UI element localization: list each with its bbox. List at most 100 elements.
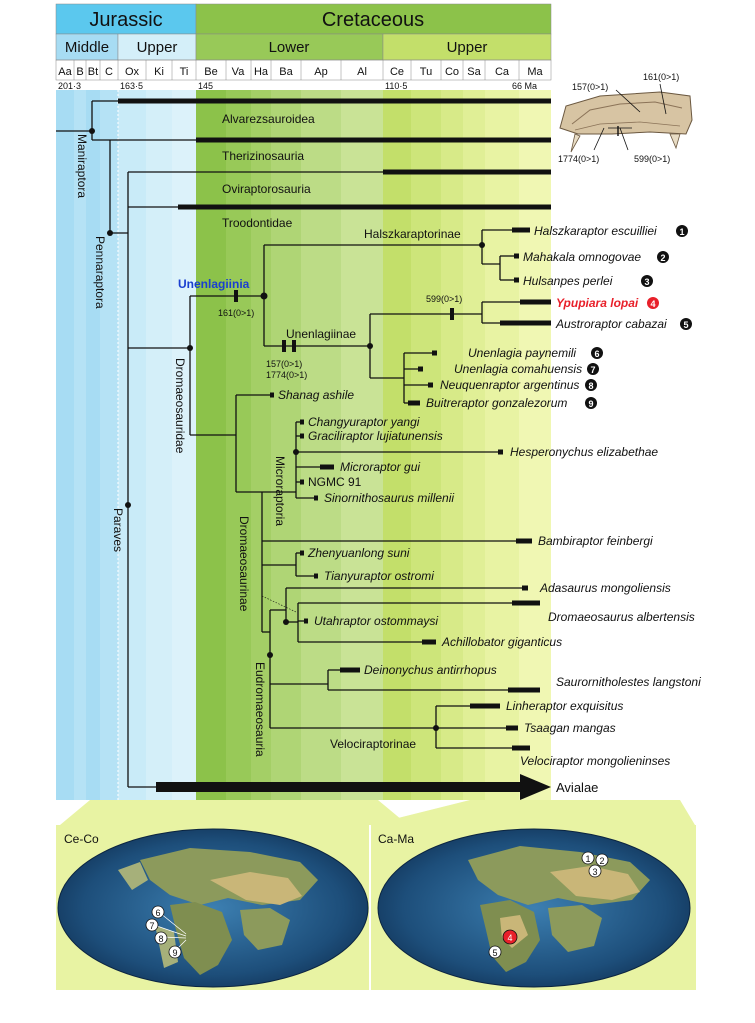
number-badge: 7 — [587, 363, 599, 375]
age-label: 163·5 — [120, 81, 143, 91]
specimen-label-161: 161(0>1) — [643, 72, 679, 82]
number-badge: 9 — [585, 397, 597, 409]
clade-troodontidae: Troodontidae — [222, 216, 293, 230]
svg-text:7: 7 — [590, 365, 595, 375]
age-label: 110·5 — [385, 81, 407, 91]
stage-label: Bt — [88, 66, 98, 78]
stage-label: Va — [232, 66, 246, 78]
vertical-clade-labels: Maniraptora Pennaraptora Paraves Dromaeo… — [75, 134, 287, 757]
age-label: 145 — [198, 81, 213, 91]
svg-text:8: 8 — [588, 381, 593, 391]
stage-label: Al — [357, 66, 367, 78]
specimen-label-157: 157(0>1) — [572, 82, 608, 92]
clade-maniraptora: Maniraptora — [75, 134, 89, 198]
stage-label: Ha — [254, 66, 269, 78]
stage-label: Ba — [279, 66, 293, 78]
paleomap-ca-ma — [377, 828, 691, 988]
character-161: 161(0>1) — [218, 308, 254, 318]
number-badge: 3 — [641, 275, 653, 287]
clade-microraptoria: Microraptoria — [273, 456, 287, 526]
stage-label: Ma — [527, 66, 543, 78]
svg-text:1: 1 — [679, 227, 684, 237]
locality-markers-left: 6 7 8 9 — [145, 905, 187, 959]
stage-label: Ca — [495, 66, 510, 78]
clade-therizinosauria: Therizinosauria — [222, 149, 304, 163]
locality-marker: 8 — [154, 931, 168, 945]
taxon-label: Hulsanpes perlei — [523, 274, 613, 288]
avialae-arrow — [156, 774, 551, 800]
taxon-label: Achillobator giganticus — [441, 635, 562, 649]
clade-avialae: Avialae — [556, 780, 598, 795]
svg-text:8: 8 — [158, 934, 163, 944]
svg-text:9: 9 — [172, 948, 177, 958]
range-bars — [118, 98, 551, 800]
taxon-label: Mahakala omnogovae — [523, 250, 641, 264]
taxon-label: Unenlagia comahuensis — [454, 362, 582, 376]
stage-label: Ap — [314, 66, 327, 78]
locality-markers-right: 1 2 3 4 5 — [488, 851, 609, 959]
epoch-upper-jurassic: Upper — [137, 39, 178, 56]
svg-text:2: 2 — [660, 253, 665, 263]
paleomap-ce-co — [57, 828, 369, 988]
svg-text:5: 5 — [492, 948, 497, 958]
character-1774: 1774(0>1) — [266, 370, 307, 380]
stage-label: Sa — [467, 66, 481, 78]
svg-text:7: 7 — [149, 921, 154, 931]
taxon-label: Dromaeosaurus albertensis — [548, 610, 695, 624]
taxon-label: Deinonychus antirrhopus — [364, 663, 497, 677]
timescale-background — [56, 58, 551, 800]
taxon-label: Tianyuraptor ostromi — [324, 569, 434, 583]
number-badge: 5 — [680, 318, 692, 330]
taxon-label: Saurornitholestes langstoni — [556, 675, 701, 689]
character-157: 157(0>1) — [266, 359, 302, 369]
stage-label: C — [105, 66, 113, 78]
taxon-label: Utahraptor ostommaysi — [314, 614, 438, 628]
clade-labels: Alvarezsauroidea Therizinosauria Ovirapt… — [178, 112, 598, 795]
taxon-label: Neuquenraptor argentinus — [440, 378, 579, 392]
clade-halszkaraptorinae: Halszkaraptorinae — [364, 227, 461, 241]
age-label: 201·3 — [58, 81, 81, 91]
taxon-label: Sinornithosaurus millenii — [324, 491, 454, 505]
locality-marker: 7 — [145, 918, 159, 932]
locality-marker: 4 — [502, 929, 518, 945]
epoch-upper-cretaceous: Upper — [447, 39, 488, 56]
stage-label: Ce — [390, 66, 404, 78]
clade-velociraptorinae: Velociraptorinae — [330, 737, 416, 751]
stage-label: Ki — [154, 66, 164, 78]
maps-section: Ce-Co Ca-Ma 6 7 — [56, 800, 696, 990]
number-badge: 1 — [676, 225, 688, 237]
number-badge: 8 — [585, 379, 597, 391]
svg-text:9: 9 — [588, 399, 593, 409]
timescale-header: Jurassic Cretaceous Middle Upper Lower U… — [55, 3, 552, 91]
taxon-label: Tsaagan mangas — [524, 721, 616, 735]
clade-dromaeosauridae: Dromaeosauridae — [173, 358, 187, 454]
stage-label: Tu — [420, 66, 432, 78]
taxon-label: Linheraptor exquisitus — [506, 699, 623, 713]
specimen-illustration: 157(0>1) 161(0>1) 1774(0>1) 599(0>1) — [558, 72, 693, 164]
stage-label: Co — [445, 66, 459, 78]
locality-marker: 1 — [581, 851, 595, 865]
clade-eudromaeosauria: Eudromaeosauria — [253, 662, 267, 757]
svg-text:4: 4 — [507, 933, 512, 943]
character-599: 599(0>1) — [426, 294, 462, 304]
specimen-label-599: 599(0>1) — [634, 154, 670, 164]
stage-row: Aa B Bt C Ox Ki Ti Be Va Ha Ba Ap Al Ce … — [55, 59, 552, 81]
stage-label: Be — [204, 66, 217, 78]
svg-text:4: 4 — [650, 299, 655, 309]
stage-label: Aa — [58, 66, 72, 78]
svg-text:5: 5 — [683, 320, 688, 330]
svg-text:6: 6 — [155, 908, 160, 918]
locality-marker: 3 — [588, 864, 602, 878]
clade-alvarezsauroidea: Alvarezsauroidea — [222, 112, 315, 126]
taxon-label: Adasaurus mongoliensis — [539, 581, 671, 595]
period-cretaceous: Cretaceous — [322, 9, 424, 31]
stage-label: Ox — [125, 66, 140, 78]
map-label-ce-co: Ce-Co — [64, 832, 99, 846]
locality-marker: 9 — [168, 945, 182, 959]
taxon-label: Velociraptor mongolieninses — [520, 754, 670, 768]
taxon-label: Zhenyuanlong suni — [307, 546, 410, 560]
svg-text:6: 6 — [594, 349, 599, 359]
nodes — [89, 128, 485, 731]
clade-dromaeosaurinae: Dromaeosaurinae — [237, 516, 251, 612]
